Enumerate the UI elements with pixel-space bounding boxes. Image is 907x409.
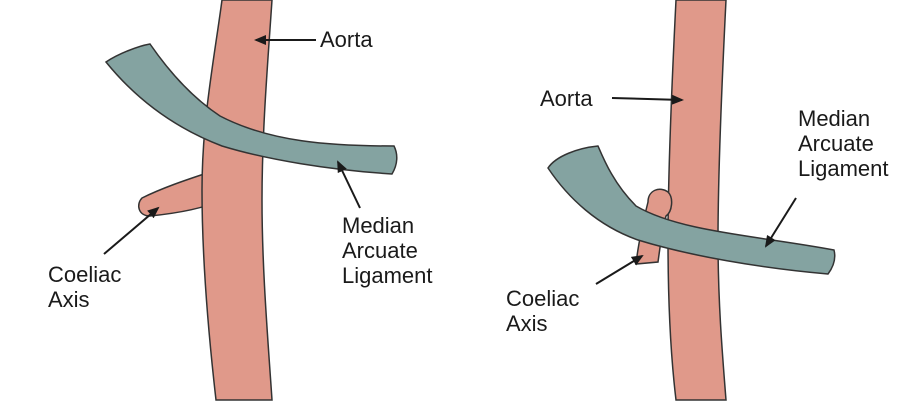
right-ligament-label-line-1: Median (798, 106, 889, 131)
left-coeliac-arrow (104, 208, 158, 254)
right-coeliac-label-line-1: Coeliac (506, 286, 579, 311)
left-coeliac-label-line-1: Coeliac (48, 262, 121, 287)
left-ligament-label: Median Arcuate Ligament (342, 213, 433, 288)
left-coeliac-label: Coeliac Axis (48, 262, 121, 312)
left-coeliac-label-line-2: Axis (48, 287, 121, 312)
left-ligament-label-line-3: Ligament (342, 263, 433, 288)
left-ligament-label-line-1: Median (342, 213, 433, 238)
left-panel (104, 0, 397, 400)
right-ligament-arrow (766, 198, 796, 246)
right-ligament-label-line-3: Ligament (798, 156, 889, 181)
right-panel (548, 0, 835, 400)
left-aorta-label: Aorta (320, 27, 373, 52)
left-aorta (202, 0, 272, 400)
right-aorta (668, 0, 726, 400)
right-aorta-label: Aorta (540, 86, 593, 111)
left-aorta-label-text: Aorta (320, 27, 373, 52)
right-ligament-label: Median Arcuate Ligament (798, 106, 889, 181)
right-coeliac-label: Coeliac Axis (506, 286, 579, 336)
right-coeliac-label-line-2: Axis (506, 311, 579, 336)
right-coeliac-arrow (596, 256, 642, 284)
right-aorta-label-text: Aorta (540, 86, 593, 111)
left-ligament-label-line-2: Arcuate (342, 238, 433, 263)
right-ligament-label-line-2: Arcuate (798, 131, 889, 156)
